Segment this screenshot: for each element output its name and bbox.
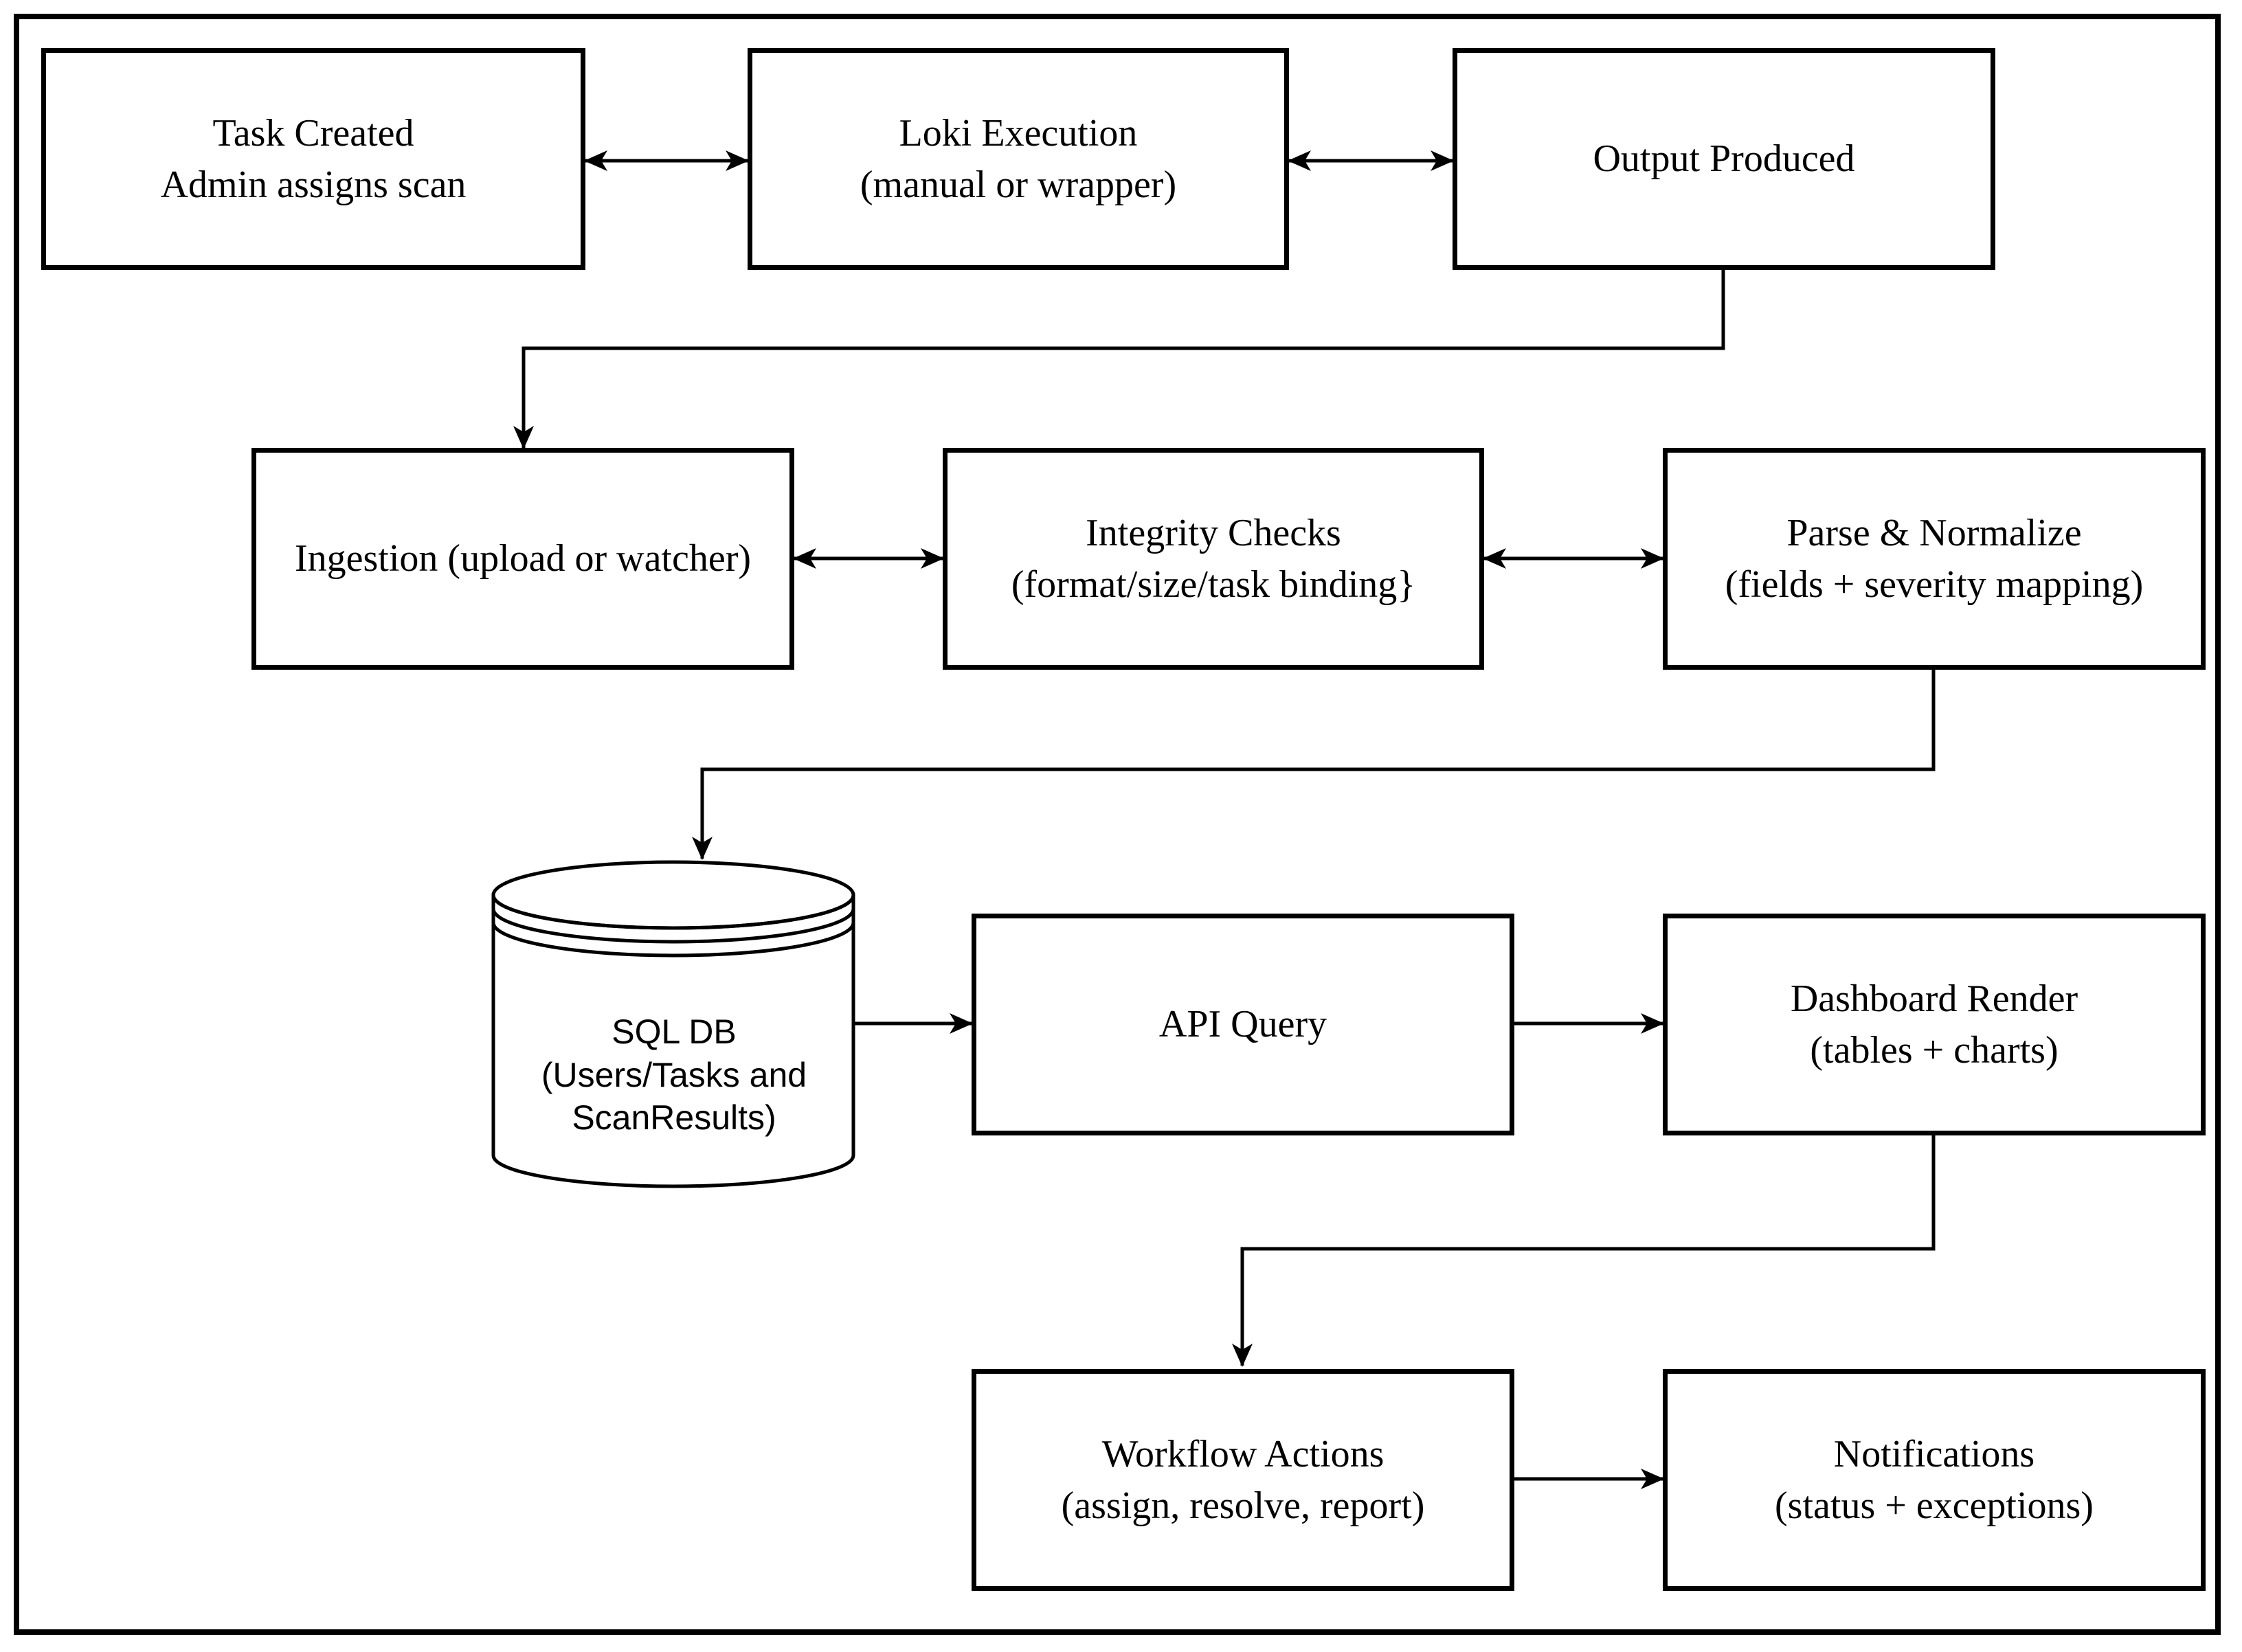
node-task-created-line-2: Admin assigns scan [160, 163, 467, 206]
node-sql-db: SQL DB (Users/Tasks and ScanResults) [492, 1006, 856, 1144]
node-api-query: API Query [972, 914, 1514, 1135]
sql-db-cylinder [491, 860, 855, 1188]
edge-output-ingestion [513, 270, 1725, 449]
node-integrity-checks-line-2: (format/size/task binding} [1011, 563, 1416, 606]
node-dashboard-render: Dashboard Render (tables + charts) [1663, 914, 2206, 1135]
node-workflow-actions: Workflow Actions (assign, resolve, repor… [972, 1369, 1514, 1591]
node-notifications: Notifications (status + exceptions) [1663, 1369, 2206, 1591]
node-task-created: Task Created Admin assigns scan [41, 48, 585, 270]
node-loki-execution-line-2: (manual or wrapper) [860, 163, 1177, 206]
node-workflow-actions-line-1: Workflow Actions [1101, 1433, 1385, 1476]
node-sql-db-line-3: ScanResults) [572, 1098, 776, 1138]
node-ingestion: Ingestion (upload or watcher) [251, 448, 794, 670]
diagram-frame [14, 14, 2221, 1635]
node-loki-execution-line-1: Loki Execution [899, 112, 1138, 155]
node-workflow-actions-line-2: (assign, resolve, report) [1061, 1484, 1425, 1527]
edge-parse-sqldb [692, 668, 1936, 860]
node-integrity-checks-line-1: Integrity Checks [1086, 512, 1341, 555]
node-integrity-checks: Integrity Checks (format/size/task bindi… [943, 448, 1484, 670]
node-api-query-line-1: API Query [1158, 1003, 1327, 1046]
node-output-produced-line-1: Output Produced [1593, 137, 1855, 181]
node-notifications-line-2: (status + exceptions) [1775, 1484, 2094, 1527]
node-notifications-line-1: Notifications [1833, 1433, 2035, 1476]
node-sql-db-line-1: SQL DB [612, 1012, 737, 1052]
node-ingestion-line-1: Ingestion (upload or watcher) [295, 537, 751, 580]
node-dashboard-render-line-1: Dashboard Render [1790, 977, 2078, 1021]
node-parse-normalize-line-2: (fields + severity mapping) [1725, 563, 2144, 606]
edge-dashboard-workflow [1232, 1135, 1936, 1367]
node-output-produced: Output Produced [1453, 48, 1995, 270]
node-parse-normalize-line-1: Parse & Normalize [1786, 512, 2082, 555]
node-dashboard-render-line-2: (tables + charts) [1810, 1028, 2059, 1072]
node-task-created-line-1: Task Created [212, 112, 414, 155]
node-sql-db-line-2: (Users/Tasks and [541, 1055, 807, 1094]
node-parse-normalize: Parse & Normalize (fields + severity map… [1663, 448, 2206, 670]
node-loki-execution: Loki Execution (manual or wrapper) [748, 48, 1289, 270]
